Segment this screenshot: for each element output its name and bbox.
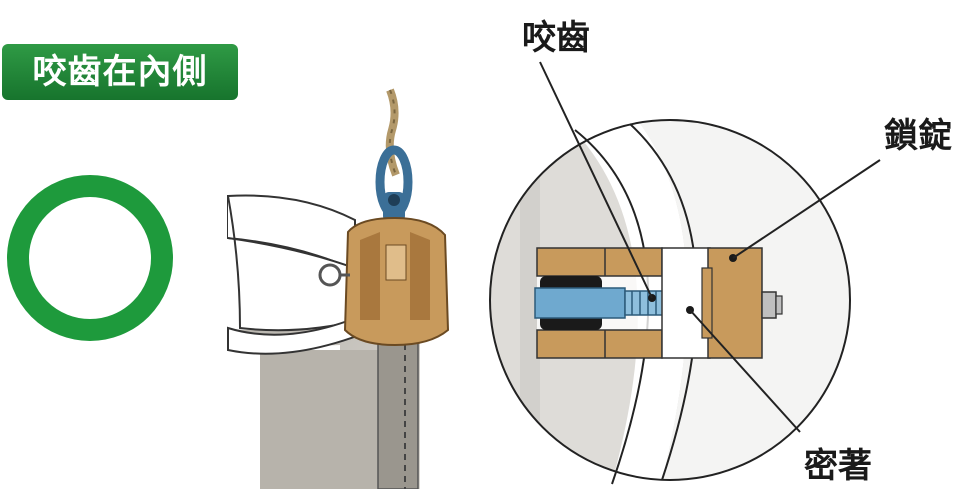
rope-and-hook: [375, 88, 413, 222]
leader-lines: [539, 61, 881, 433]
label-jaw: 咬齒: [522, 18, 590, 58]
label-contact: 密著: [804, 446, 872, 486]
clamp-body: [318, 216, 450, 347]
label-lock: 鎖錠: [884, 116, 952, 156]
ring-cross-section: [7, 175, 173, 341]
title-badge: 咬齒在內側: [2, 44, 238, 100]
magnified-detail: [489, 119, 851, 485]
